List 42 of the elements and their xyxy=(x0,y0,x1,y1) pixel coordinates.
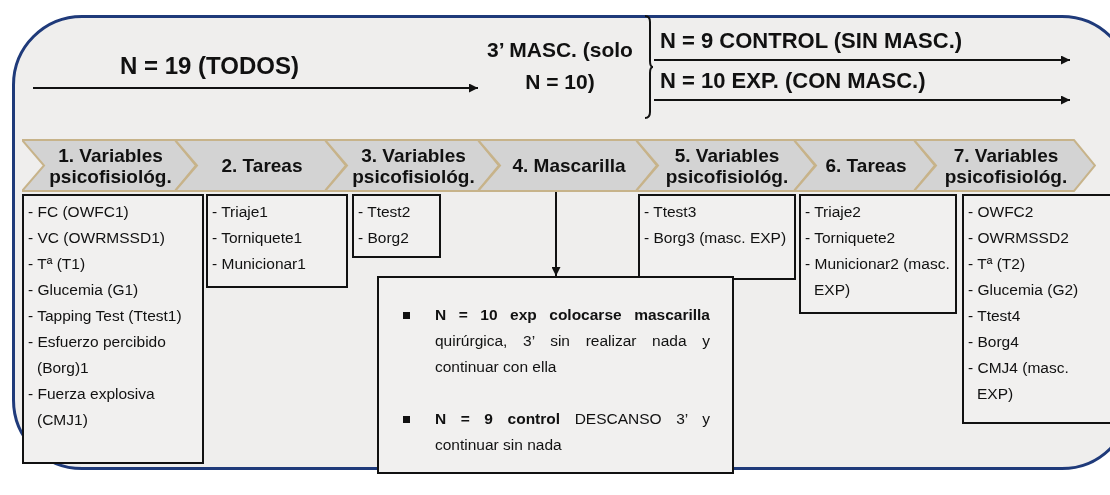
edge-label: N = 9 CONTROL (SIN MASC.) xyxy=(660,28,963,54)
list-item: - Municionar1 xyxy=(212,254,307,274)
list-box xyxy=(799,194,957,314)
list-item: - Ttest2 xyxy=(358,202,412,222)
list-item: - Tapping Test (Ttest1) xyxy=(28,306,183,326)
list-item: - Municionar2 (masc. EXP) xyxy=(805,254,951,300)
bullet-text: N = 10 exp colocarse mascarilla quirúrgica, 3’ sin realizar nada y continuar con ella xyxy=(399,302,710,380)
list-item: - VC (OWRMSSD1) xyxy=(28,228,166,248)
list-item: - Esfuerzo percibido (Borg)1 xyxy=(28,332,167,378)
list-item: - Fuerza explosiva (CMJ1) xyxy=(28,384,156,430)
arrow xyxy=(32,83,479,93)
arrow xyxy=(551,191,561,277)
bullet-text: N = 9 control DESCANSO 3’ y continuar sin nada xyxy=(399,406,710,458)
list-item: - Triaje2 xyxy=(805,202,862,222)
list-item: - Borg4 xyxy=(968,332,1020,352)
list-item: - Torniquete1 xyxy=(212,228,304,248)
list-item: - Tª (T2) xyxy=(968,254,1027,274)
list-item: - Borg2 xyxy=(358,228,410,248)
list-item: - OWRMSSD2 xyxy=(968,228,1070,248)
arrow xyxy=(653,55,1071,65)
list-item: - Ttest3 xyxy=(644,202,698,222)
list-box xyxy=(352,194,441,258)
list-item: - CMJ4 (masc. EXP) xyxy=(968,358,1070,404)
list-item: - Triaje1 xyxy=(212,202,269,222)
list-item: - Ttest4 xyxy=(968,306,1022,326)
chevron-step: 6. Tareas xyxy=(794,139,936,192)
list-box xyxy=(206,194,348,288)
list-box xyxy=(22,194,204,464)
list-item: - Glucemia (G1) xyxy=(28,280,140,300)
arrow xyxy=(653,95,1071,105)
note-box xyxy=(377,276,734,474)
list-item: - OWFC2 xyxy=(968,202,1035,222)
list-box xyxy=(638,194,796,280)
list-item: - Borg3 (masc. EXP) xyxy=(644,228,788,248)
list-item: - FC (OWFC1) xyxy=(28,202,130,222)
list-item: - Tª (T1) xyxy=(28,254,87,274)
edge-label: N = 19 (TODOS) xyxy=(120,52,299,80)
list-item: - Torniquete2 xyxy=(805,228,897,248)
list-item: - Glucemia (G2) xyxy=(968,280,1080,300)
list-box xyxy=(962,194,1110,424)
edge-label: N = 10 EXP. (CON MASC.) xyxy=(660,68,926,94)
group-label: 3’ MASC. (solo N = 10) xyxy=(486,37,634,95)
